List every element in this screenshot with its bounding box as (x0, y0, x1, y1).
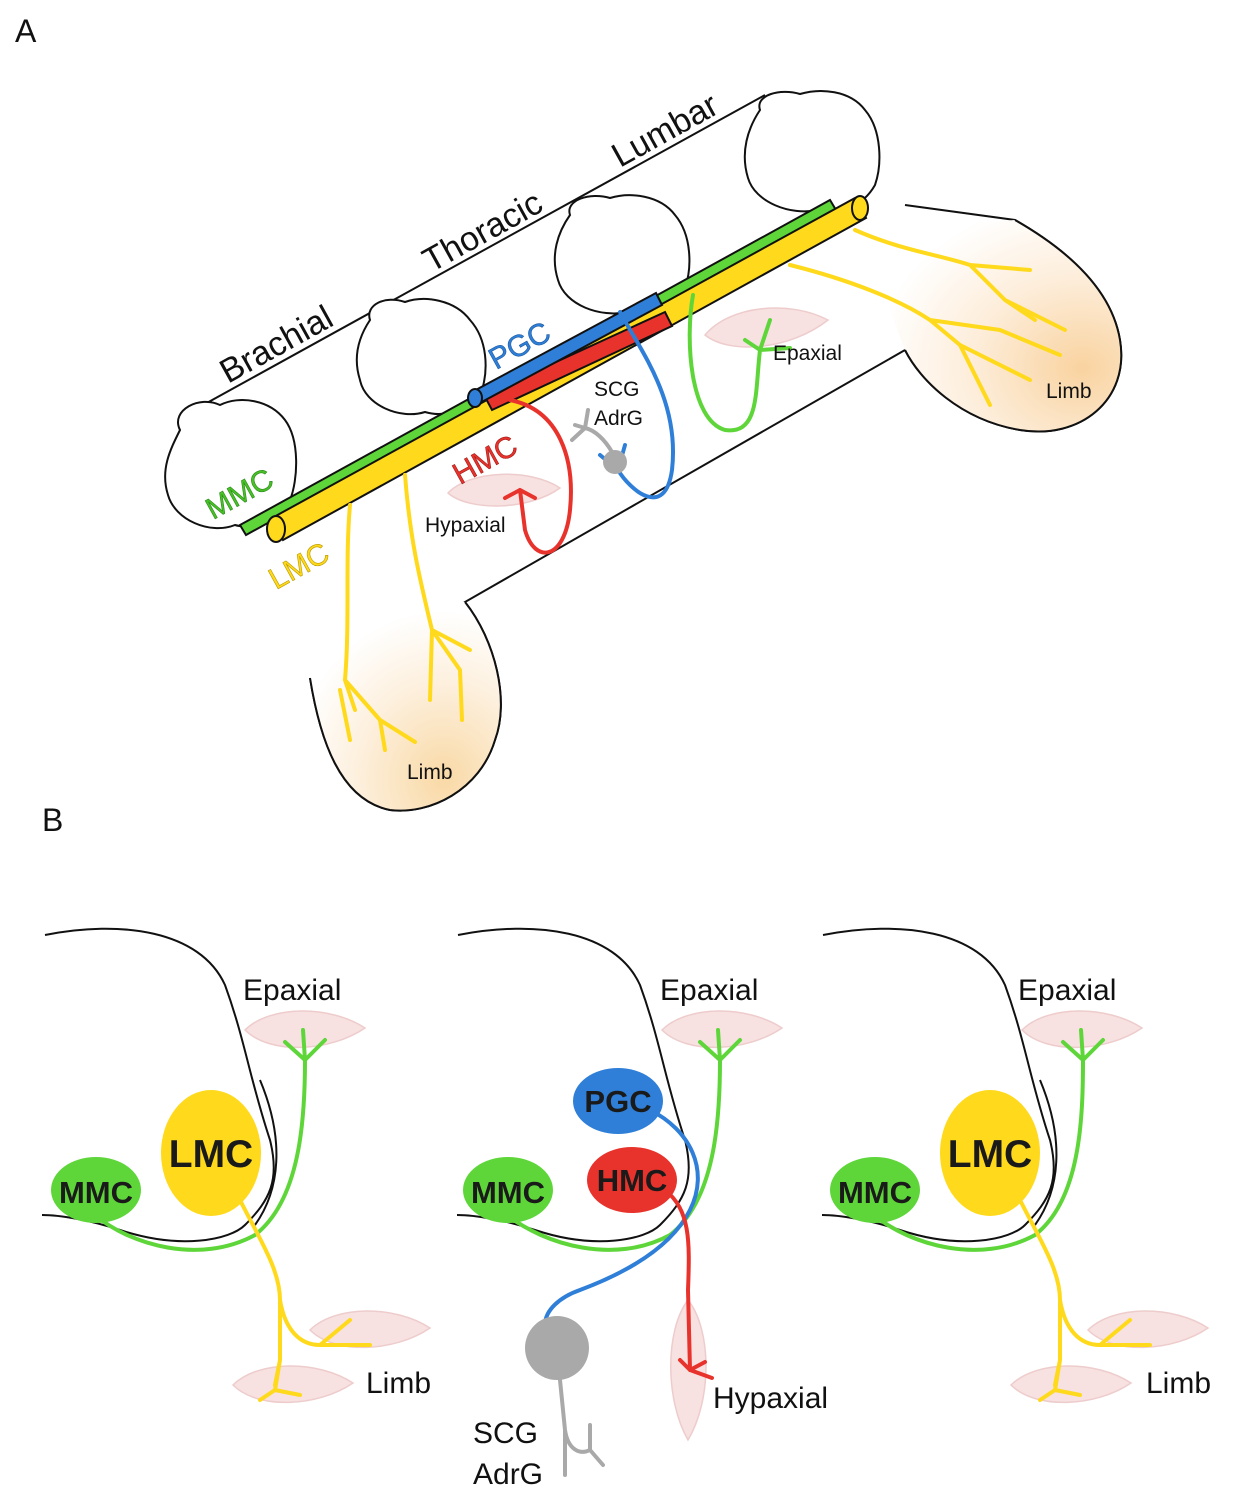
adrg-label-middle: AdrG (473, 1458, 543, 1491)
panel-b-letter: B (42, 802, 63, 838)
forelimb-shape (310, 600, 501, 811)
epaxial-muscle-left (243, 1010, 367, 1049)
pgc-nerve-middle (533, 1108, 700, 1342)
mmc-label-left: MMC (59, 1175, 133, 1210)
lmc-label-left: LMC (169, 1133, 253, 1176)
hypaxial-label-middle: Hypaxial (713, 1382, 828, 1415)
region-thoracic: Thoracic (416, 184, 548, 280)
scg-adrg-ganglion-a (603, 450, 627, 474)
mmc-label-right: MMC (838, 1175, 912, 1210)
hmc-nerve-middle (663, 1188, 714, 1380)
cord-outline-middle (456, 927, 690, 1243)
hindlimb-nerve-1 (853, 228, 1067, 332)
limb-muscle-left-2 (231, 1365, 355, 1404)
cord-segment-lumbar (743, 90, 881, 213)
pgc-column-end (467, 388, 483, 408)
panel-a-letter: A (15, 13, 37, 49)
hmc-label-middle: HMC (597, 1163, 668, 1198)
mmc-nerve-middle (505, 1028, 742, 1252)
lmc-column-end (266, 515, 286, 543)
scg-label-a: SCG (594, 378, 640, 401)
hypaxial-label-a: Hypaxial (425, 514, 506, 537)
cross-section-right: MMC LMC Epaxial Limb (821, 927, 1211, 1404)
limb-muscle-left-1 (308, 1310, 432, 1349)
cord-segment-thoracic (355, 298, 487, 416)
mmc-label-middle: MMC (471, 1175, 545, 1210)
epaxial-label-a: Epaxial (773, 342, 842, 365)
epaxial-nerve-a (687, 293, 792, 433)
mmc-node-left (51, 1157, 141, 1223)
cord-inner-outline-right (1034, 1079, 1058, 1226)
mmc-nerve-left (93, 1028, 327, 1252)
region-lumbar: Lumbar (605, 86, 724, 175)
pgc-label-middle: PGC (584, 1084, 651, 1119)
mmc-node-right (830, 1157, 920, 1223)
epaxial-label-left: Epaxial (243, 974, 341, 1007)
forelimb-nerve-2 (403, 473, 472, 722)
epaxial-label-right: Epaxial (1018, 974, 1116, 1007)
pgc-node-middle (573, 1068, 663, 1134)
hmc-column-a (482, 310, 674, 412)
lmc-nerve-right (1018, 1198, 1152, 1402)
adrg-label-a: AdrG (594, 407, 643, 430)
scg-nerve-a (570, 408, 614, 454)
epaxial-label-middle: Epaxial (660, 974, 758, 1007)
mmc-nerve-right (872, 1028, 1105, 1252)
scg-nerve-middle (558, 1378, 605, 1477)
limb-label-hindlimb: Limb (1046, 380, 1092, 403)
forelimb-nerve-1 (338, 503, 417, 752)
cross-section-left: MMC LMC Epaxial Limb (41, 927, 432, 1404)
lmc-label-right: LMC (948, 1133, 1032, 1176)
epaxial-muscle-middle (660, 1010, 784, 1049)
mmc-node-middle (463, 1157, 553, 1223)
lmc-node-right (940, 1090, 1040, 1216)
limb-muscle-right-2 (1009, 1365, 1133, 1404)
limb-label-forelimb: Limb (407, 761, 453, 784)
limb-label-right: Limb (1146, 1367, 1211, 1400)
region-brachial: Brachial (213, 298, 339, 391)
cross-section-middle: PGC HMC MMC Epaxial Hypaxial SCG AdrG (456, 927, 828, 1491)
scg-adrg-ganglion-middle (525, 1316, 589, 1380)
scg-label-middle: SCG (473, 1417, 538, 1450)
hindlimb-nerve-2 (788, 263, 1062, 407)
lmc-label-a: LMC (263, 537, 334, 597)
lmc-nerve-left (238, 1198, 372, 1402)
hindlimb-outline (904, 219, 1123, 433)
hmc-nerve-a (503, 398, 573, 555)
cord-inner-outline-left (254, 1079, 278, 1226)
limb-label-left: Limb (366, 1367, 431, 1400)
lmc-column-end-right (851, 195, 869, 221)
hmc-node-middle (587, 1147, 677, 1213)
lmc-node-left (161, 1090, 261, 1216)
forelimb-outline (309, 601, 502, 812)
